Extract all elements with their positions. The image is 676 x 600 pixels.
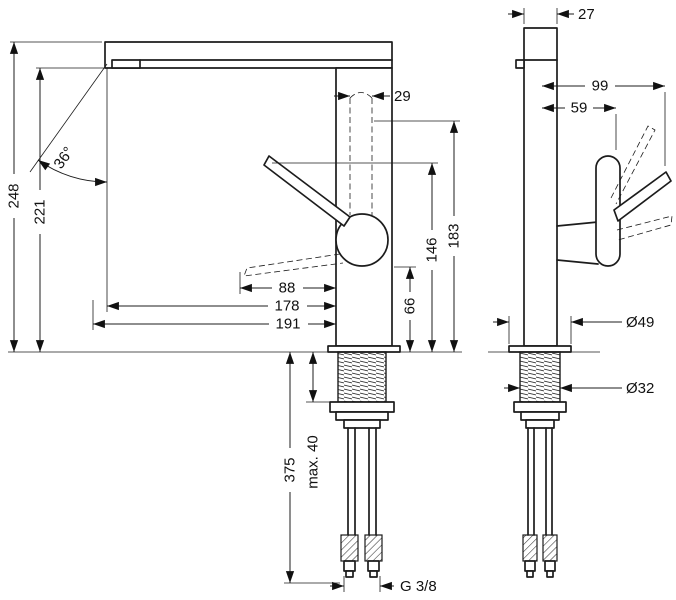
threaded-shank bbox=[337, 351, 387, 403]
handle-lever bbox=[263, 155, 351, 227]
dim-base-diameter: Ø49 bbox=[626, 314, 654, 331]
side-hose-fitting bbox=[525, 419, 555, 429]
dim-spout-reach: 178 bbox=[274, 298, 299, 315]
side-threaded-shank bbox=[519, 351, 561, 403]
handle-lever-lowered-dashed bbox=[243, 253, 344, 277]
dim-max-deck-thickness: max. 40 bbox=[305, 435, 322, 488]
dim-handle-top-height: 183 bbox=[446, 223, 463, 248]
spout-body bbox=[104, 41, 393, 69]
dim-handle-offset: 29 bbox=[394, 88, 411, 105]
hose-fitting bbox=[343, 419, 381, 429]
dim-handle-projection: 99 bbox=[592, 78, 609, 95]
hose-connectors bbox=[340, 534, 383, 578]
base-flange bbox=[327, 345, 401, 353]
dim-hose-length: 375 bbox=[282, 457, 299, 482]
dim-shank-diameter: Ø32 bbox=[626, 380, 654, 397]
dim-lever-reach: 88 bbox=[279, 280, 296, 297]
side-column bbox=[523, 27, 558, 347]
side-lever-lowered-dashed bbox=[616, 215, 673, 241]
washer bbox=[335, 411, 389, 421]
side-base-flange bbox=[508, 345, 572, 353]
dim-thread-size: G 3/8 bbox=[400, 578, 437, 595]
side-washer bbox=[520, 411, 560, 421]
handle-pivot-sphere bbox=[335, 213, 389, 267]
mounting-nut bbox=[329, 401, 395, 413]
side-handle-lever bbox=[613, 171, 672, 222]
dim-handle-angle: 36° bbox=[51, 144, 78, 172]
dim-spout-height: 221 bbox=[32, 199, 49, 224]
side-dimensions: 27 99 59 Ø49 Ø32 bbox=[488, 6, 666, 397]
side-supply-hoses bbox=[527, 427, 553, 536]
side-view bbox=[508, 27, 673, 578]
handle-mount-bottom bbox=[556, 259, 599, 265]
side-mounting-nut bbox=[513, 401, 567, 413]
side-lever-raised-dashed bbox=[610, 125, 656, 205]
dim-handle-clearance: 66 bbox=[402, 298, 419, 315]
side-hose-connectors bbox=[522, 534, 558, 578]
faucet-column bbox=[335, 67, 393, 347]
handle-mount-top bbox=[556, 221, 599, 227]
front-view bbox=[104, 41, 401, 578]
supply-hoses bbox=[347, 427, 377, 536]
dim-handle-pivot-height: 146 bbox=[424, 237, 441, 262]
aerator bbox=[111, 59, 141, 69]
dim-total-reach: 191 bbox=[275, 316, 300, 333]
joystick-handle bbox=[243, 92, 389, 277]
front-dimensions: 248 221 36° 29 88 178 191 66 bbox=[5, 41, 463, 595]
side-aerator bbox=[515, 59, 525, 69]
dim-total-height: 248 bbox=[6, 183, 23, 208]
dim-body-depth: 27 bbox=[578, 6, 595, 23]
dim-pivot-projection: 59 bbox=[571, 100, 588, 117]
